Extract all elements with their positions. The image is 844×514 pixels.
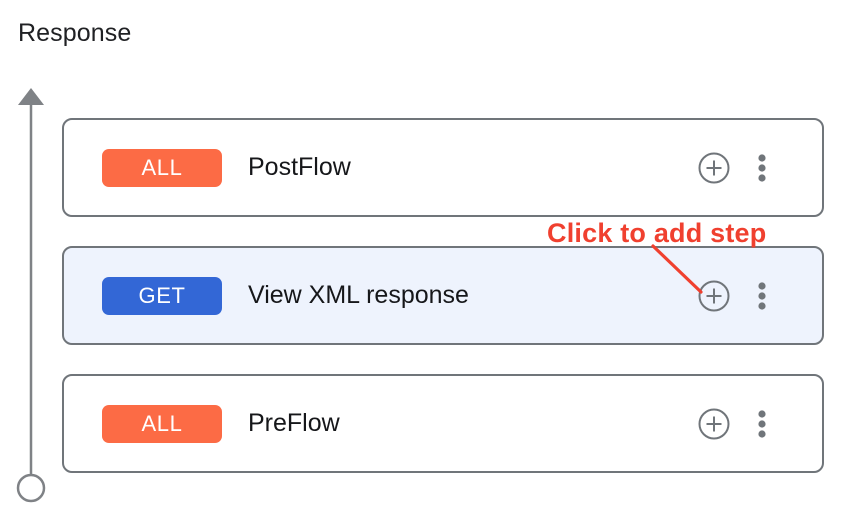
page-title: Response	[18, 19, 132, 47]
plus-circle-icon[interactable]	[697, 407, 731, 441]
more-vertical-icon[interactable]	[750, 279, 774, 313]
row-actions	[697, 279, 774, 313]
flow-row-label: PostFlow	[248, 153, 351, 181]
plus-circle-icon[interactable]	[697, 151, 731, 185]
flow-step-list: ALL PostFlow GET View XML response	[62, 118, 824, 502]
flow-direction-arrow	[16, 88, 46, 503]
row-actions	[697, 407, 774, 441]
flow-row-postflow[interactable]: ALL PostFlow	[62, 118, 824, 217]
flow-row-label: PreFlow	[248, 409, 340, 437]
method-badge-all: ALL	[102, 148, 222, 187]
callout-label: Click to add step	[547, 218, 767, 248]
flow-row-preflow[interactable]: ALL PreFlow	[62, 374, 824, 473]
callout-arrow-icon	[651, 244, 703, 294]
method-badge-all: ALL	[102, 404, 222, 443]
circle-outline-icon	[16, 473, 46, 503]
plus-circle-icon[interactable]	[697, 279, 731, 313]
row-actions	[697, 151, 774, 185]
flow-row-view-xml-response[interactable]: GET View XML response	[62, 246, 824, 345]
method-badge-get: GET	[102, 276, 222, 315]
flow-row-label: View XML response	[248, 281, 469, 309]
more-vertical-icon[interactable]	[750, 407, 774, 441]
triangle-up-icon	[18, 88, 44, 105]
more-vertical-icon[interactable]	[750, 151, 774, 185]
